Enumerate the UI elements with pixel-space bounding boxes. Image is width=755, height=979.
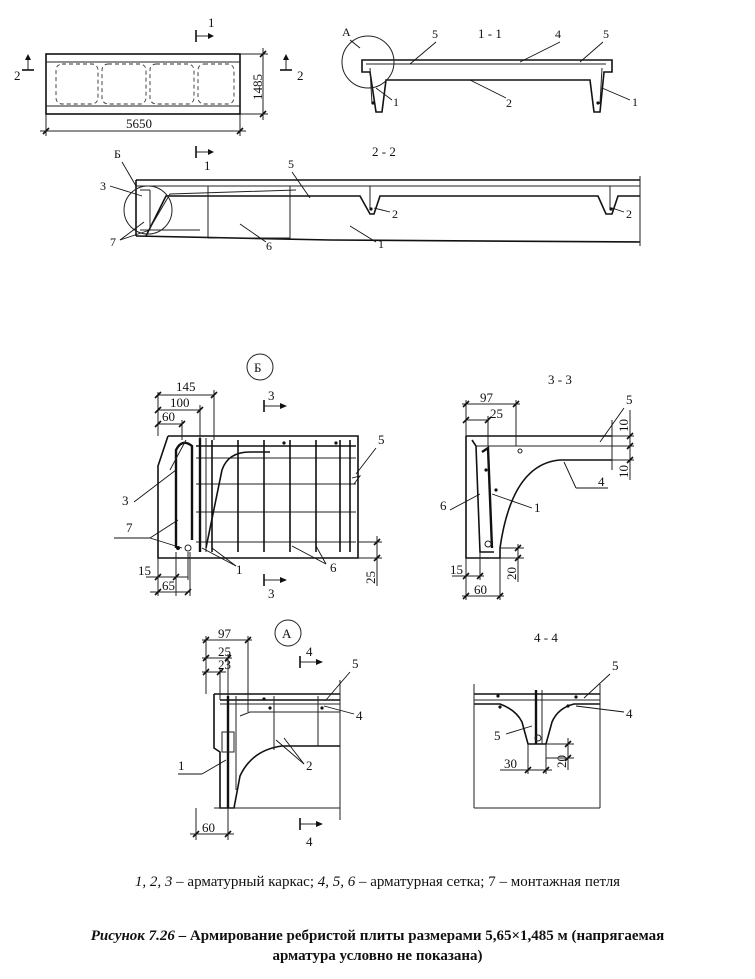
nodea-callout-1: 1 <box>178 758 185 773</box>
plan-width-dim: 1485 <box>250 74 265 100</box>
s33-dim-15: 15 <box>450 562 463 577</box>
figure-label: Рисунок 7.26 <box>90 928 175 944</box>
nodeb-dim-25: 25 <box>363 571 378 584</box>
nodeb-section3-bottom: 3 <box>268 586 275 601</box>
plan-side-mark-right: 2 <box>297 68 304 83</box>
s11-callout-2: 2 <box>506 96 512 110</box>
plan-side-mark-left: 2 <box>14 68 21 83</box>
nodea-dim-23: 23 <box>218 657 231 672</box>
plan-section-mark-bottom: 1 <box>204 158 211 173</box>
reinforcement-drawing: 1 1 2 2 5650 1485 1 - 1 <box>14 15 641 849</box>
figure-caption-line1: – Армирование ребристой плиты размерами … <box>174 928 665 944</box>
nodea-callout-4: 4 <box>356 708 363 723</box>
s44-dim-30: 30 <box>504 756 517 771</box>
s22-callout-7: 7 <box>110 235 116 249</box>
s33-callout-6: 6 <box>440 498 447 513</box>
node-a-label: А <box>342 25 351 39</box>
nodeb-dim-15: 15 <box>138 563 151 578</box>
s44-callout-4: 4 <box>626 706 633 721</box>
nodeb-callout-1: 1 <box>236 562 243 577</box>
section-4-4-title: 4 - 4 <box>534 630 558 645</box>
nodeb-callout-7: 7 <box>126 520 133 535</box>
nodeb-dim-145: 145 <box>176 379 196 394</box>
section-1-1-title: 1 - 1 <box>478 26 502 41</box>
nodeb-callout-6: 6 <box>330 560 337 575</box>
plan-section-mark-top: 1 <box>208 15 215 30</box>
plan-length-dim: 5650 <box>126 116 152 131</box>
nodeb-callout-5: 5 <box>378 432 385 447</box>
section-2-2: 2 - 2 Б 3 7 5 6 1 2 2 <box>100 144 641 253</box>
nodea-section4-top: 4 <box>306 644 313 659</box>
s44-callout-5-top: 5 <box>612 658 619 673</box>
s22-callout-6: 6 <box>266 239 272 253</box>
s11-callout-1-right: 1 <box>632 95 638 109</box>
s11-callout-5-right: 5 <box>603 27 609 41</box>
nodea-callout-5: 5 <box>352 656 359 671</box>
node-a-detail: А 97 25 23 <box>178 619 363 849</box>
s44-dim-20: 20 <box>554 755 569 768</box>
s33-dim-60: 60 <box>474 582 487 597</box>
nodeb-dim-60: 60 <box>162 409 175 424</box>
s33-dim-25: 25 <box>490 406 503 421</box>
legend-part1-text: – арматурный каркас; <box>172 874 318 890</box>
s44-callout-5-bottom: 5 <box>494 728 501 743</box>
s33-dim-10-top: 10 <box>616 419 631 432</box>
nodea-dim-25: 25 <box>218 644 231 659</box>
legend-part1-italic: 1, 2, 3 <box>134 874 173 890</box>
s33-callout-1: 1 <box>534 500 541 515</box>
plan-view: 1 1 2 2 5650 1485 <box>14 15 304 173</box>
s22-callout-1: 1 <box>378 237 384 251</box>
section-3-3-title: 3 - 3 <box>548 372 572 387</box>
node-b-title: Б <box>254 360 261 375</box>
s11-callout-5-left: 5 <box>432 27 438 41</box>
nodeb-section3-top: 3 <box>268 388 275 403</box>
node-b-detail: Б 145 100 <box>114 353 385 601</box>
s11-callout-1-left: 1 <box>393 95 399 109</box>
node-b-label: Б <box>114 147 121 161</box>
s33-dim-10-bottom: 10 <box>616 465 631 478</box>
s33-callout-5: 5 <box>626 392 633 407</box>
s22-callout-3: 3 <box>100 179 106 193</box>
section-3-3: 3 - 3 97 25 10 10 <box>440 372 634 600</box>
s22-callout-2-right: 2 <box>626 207 632 221</box>
s22-callout-2-mid: 2 <box>392 207 398 221</box>
legend-part2-italic: 4, 5, 6 <box>317 874 356 890</box>
legend-part2-text: – арматурная сетка; 7 – монтажная петля <box>355 874 621 890</box>
nodeb-callout-3: 3 <box>122 493 129 508</box>
figure-caption-line2: арматура условно не показана) <box>272 948 483 964</box>
nodeb-dim-65: 65 <box>162 578 175 593</box>
nodea-callout-2: 2 <box>306 758 313 773</box>
nodea-dim-97: 97 <box>218 626 232 641</box>
s33-dim-97: 97 <box>480 390 494 405</box>
section-4-4: 4 - 4 30 20 5 4 5 <box>473 630 633 809</box>
s33-callout-4: 4 <box>598 474 605 489</box>
section-1-1: 1 - 1 А 5 4 5 2 1 1 <box>341 25 638 113</box>
s33-dim-20: 20 <box>504 567 519 580</box>
section-2-2-title: 2 - 2 <box>372 144 396 159</box>
figure-caption: Рисунок 7.26 – Армирование ребристой пли… <box>0 926 755 966</box>
nodea-dim-60: 60 <box>202 820 215 835</box>
s11-callout-4: 4 <box>555 27 561 41</box>
legend: 1, 2, 3 – арматурный каркас; 4, 5, 6 – а… <box>0 874 755 891</box>
node-a-title: А <box>282 626 292 641</box>
nodeb-dim-100: 100 <box>170 395 190 410</box>
s22-callout-5: 5 <box>288 157 294 171</box>
nodea-section4-bottom: 4 <box>306 834 313 849</box>
